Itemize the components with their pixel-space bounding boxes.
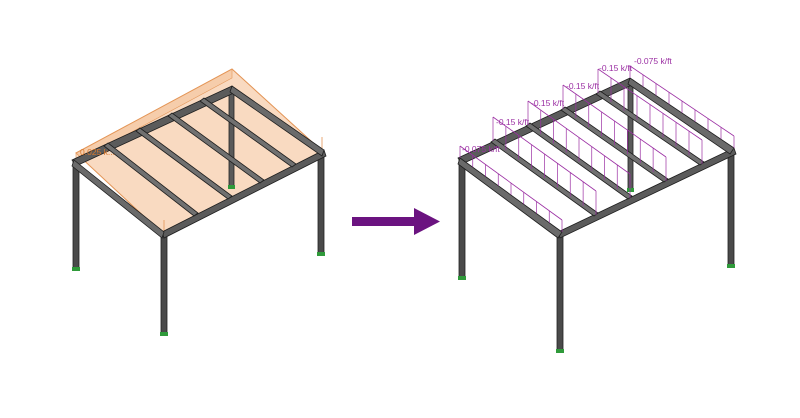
support-icon xyxy=(458,276,466,280)
girder xyxy=(627,77,735,155)
line-load-label: -0.075 k/ft xyxy=(634,56,672,66)
girder xyxy=(557,147,737,239)
support-icon xyxy=(72,267,80,271)
column xyxy=(556,232,564,352)
line-load-label: -0.15 k/ft xyxy=(531,98,565,108)
before-structure: 0.025 k... xyxy=(71,68,327,336)
girder xyxy=(457,157,563,239)
joist xyxy=(167,112,265,184)
line-load-label: -0.15 k/ft xyxy=(566,81,600,91)
after-structure: -0.075 k/ft -0.15 k/ft -0.15 k/ft -0.15 … xyxy=(457,56,737,353)
line-load-label: -0.15 k/ft xyxy=(599,63,633,73)
support-icon xyxy=(627,188,634,192)
column xyxy=(228,87,235,188)
support-icon xyxy=(727,264,735,268)
girder xyxy=(161,149,327,239)
support-icon xyxy=(317,252,325,256)
line-load-hatches xyxy=(459,65,735,232)
column xyxy=(317,151,325,255)
girder xyxy=(229,85,325,157)
line-load-label: -0.075 k/ft xyxy=(462,144,500,154)
support-icon xyxy=(556,349,564,353)
support-icon xyxy=(228,185,235,189)
joist xyxy=(103,142,199,217)
column xyxy=(72,161,80,270)
line-load-label: -0.15 k/ft xyxy=(496,117,530,127)
column xyxy=(160,233,168,335)
girder xyxy=(71,159,165,239)
column xyxy=(458,159,466,279)
support-icon xyxy=(160,332,168,336)
joist xyxy=(135,127,233,200)
area-load-label: 0.025 k... xyxy=(80,147,115,157)
right-arrow-icon xyxy=(352,208,440,235)
column xyxy=(727,147,735,267)
joist xyxy=(199,97,297,168)
